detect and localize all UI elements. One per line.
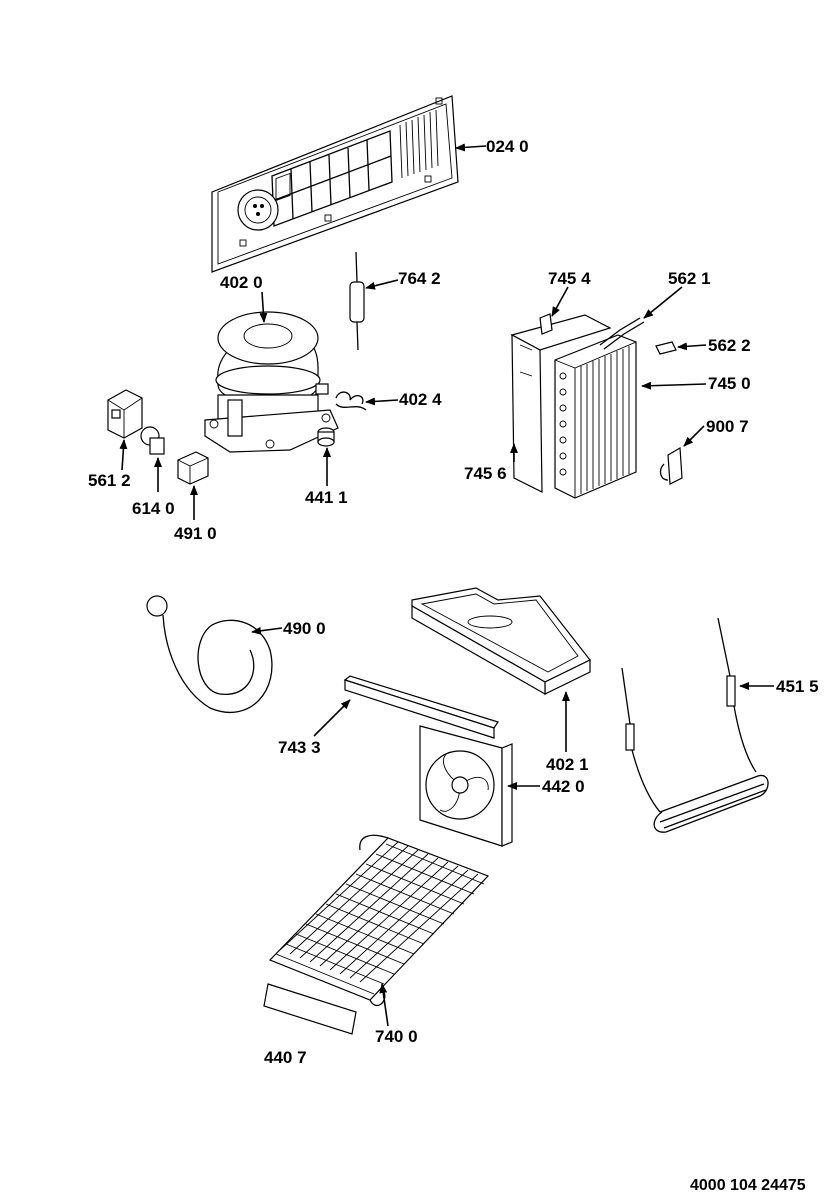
compressor: [204, 311, 339, 453]
compressor-clip: [335, 391, 367, 411]
drain-tray: [411, 587, 591, 696]
evaporator: [554, 334, 637, 499]
relay-cover: [177, 451, 209, 485]
label-402-4: 402 4: [399, 390, 442, 409]
label-490-0: 490 0: [283, 619, 326, 638]
label-614-0: 614 0: [132, 499, 175, 518]
label-745-0: 745 0: [708, 374, 751, 393]
label-740-0: 740 0: [375, 1027, 418, 1046]
label-562-2: 562 2: [708, 336, 751, 355]
leader-lines: [119, 143, 774, 1027]
document-number: 4000 104 24475: [690, 1177, 806, 1194]
heater-clip: [655, 341, 677, 355]
label-402-1: 402 1: [546, 755, 589, 774]
rear-cover-panel: [211, 95, 459, 273]
label-900-7: 900 7: [706, 417, 749, 436]
defrost-heater: [621, 617, 769, 833]
label-562-1: 562 1: [668, 269, 711, 288]
sensor-holder: [659, 446, 683, 485]
start-relay: [107, 389, 143, 439]
label-440-7: 440 7: [264, 1048, 307, 1067]
part-labels: 024 0 402 0 764 2 402 4 561 2 614 0 491 …: [88, 137, 819, 1067]
label-442-0: 442 0: [542, 777, 585, 796]
label-745-6: 745 6: [464, 464, 507, 483]
fan-assembly: [419, 725, 513, 847]
drier-filter: [349, 251, 365, 351]
label-402-0: 402 0: [220, 273, 263, 292]
label-024-0: 024 0: [486, 137, 529, 156]
evaporator-heater: [599, 317, 645, 350]
overload-protector: [140, 426, 165, 455]
power-cord: [146, 595, 273, 714]
label-plate: [263, 983, 357, 1035]
label-451-5: 451 5: [776, 677, 819, 696]
evaporator-cover: [510, 314, 612, 493]
evaporator-bracket: [539, 313, 553, 335]
label-764-2: 764 2: [398, 269, 441, 288]
label-441-1: 441 1: [305, 488, 348, 507]
label-561-2: 561 2: [88, 471, 131, 490]
condenser: [268, 834, 490, 1007]
foam-strip: [343, 675, 499, 739]
label-743-3: 743 3: [278, 738, 321, 757]
grommet: [317, 427, 335, 447]
label-745-4: 745 4: [548, 269, 591, 288]
label-491-0: 491 0: [174, 524, 217, 543]
